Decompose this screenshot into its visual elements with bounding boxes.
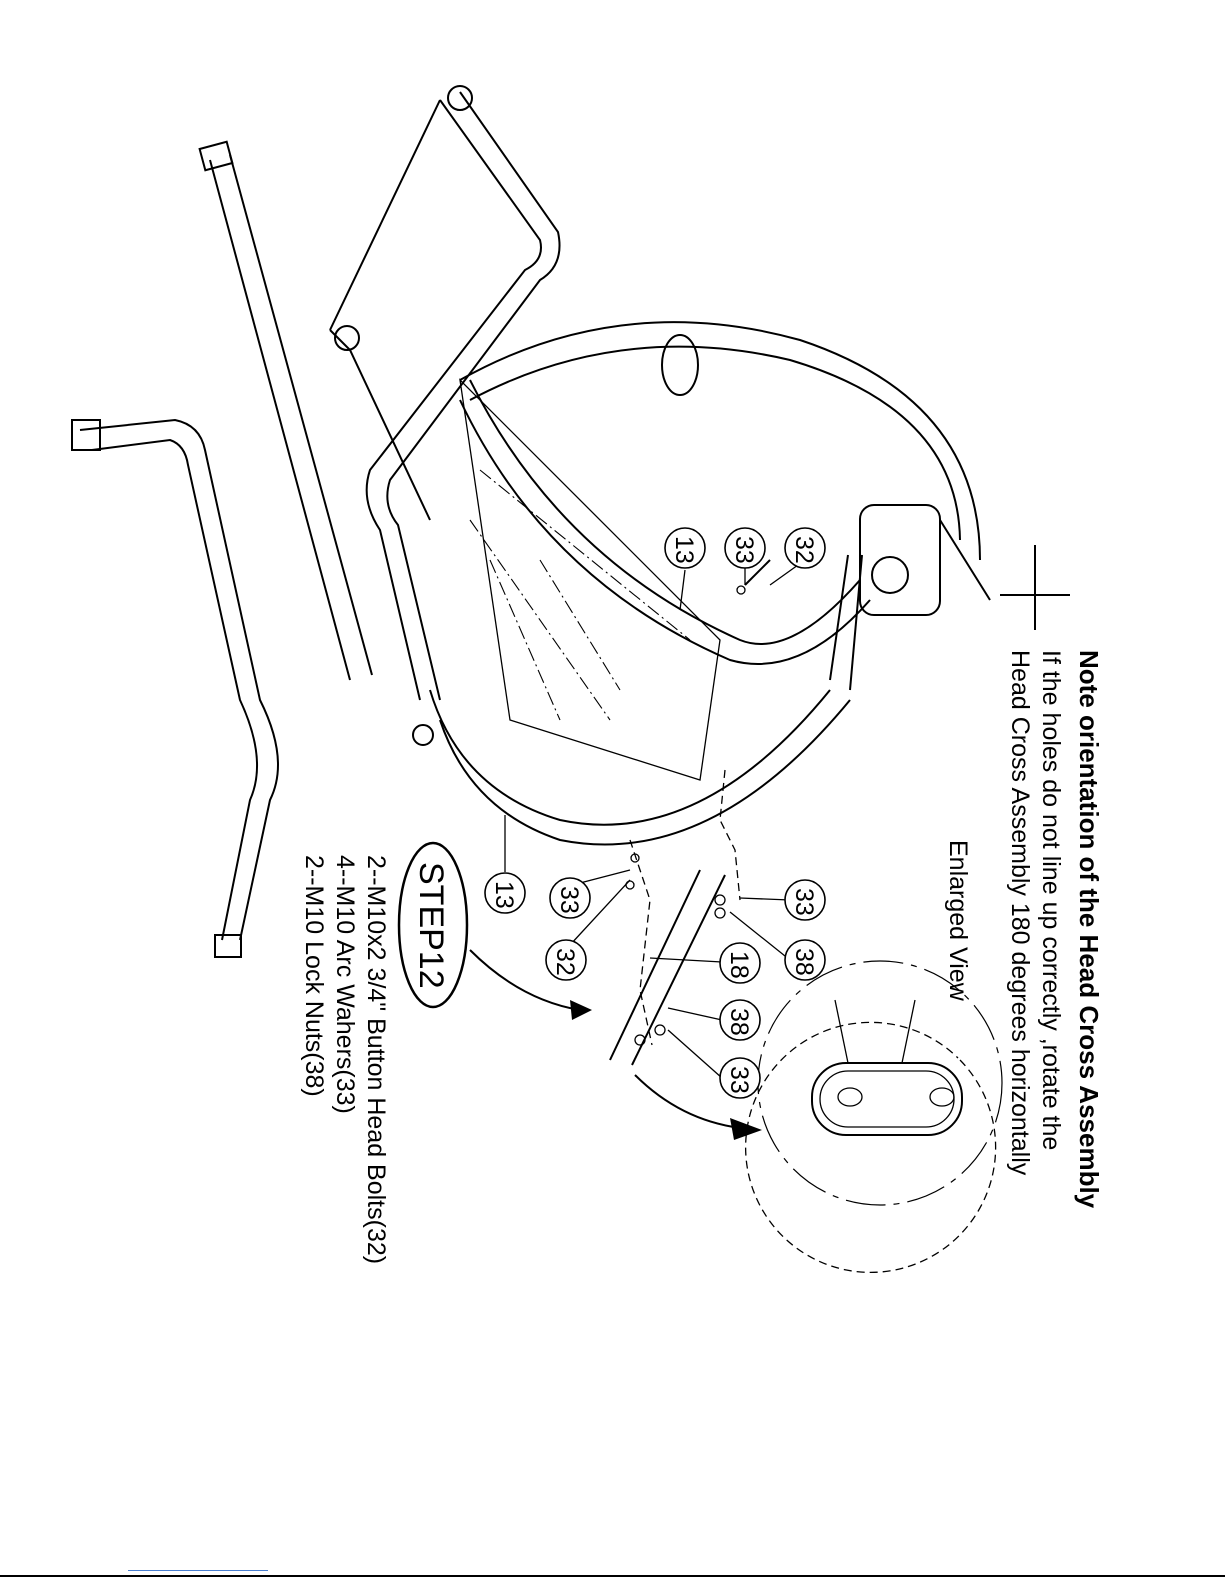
note-title: Note orientation of the Head Cross Assem… xyxy=(1074,650,1104,1209)
svg-text:18: 18 xyxy=(725,951,753,979)
svg-text:38: 38 xyxy=(790,948,818,976)
svg-text:33: 33 xyxy=(725,1066,753,1094)
callout-32-lower: 32 xyxy=(546,940,586,980)
callout-32-upper: 32 xyxy=(785,528,825,568)
callout-33-upper: 33 xyxy=(725,528,765,568)
note-line-2: Head Cross Assembly 180 degrees horizont… xyxy=(1006,650,1034,1176)
svg-text:13: 13 xyxy=(670,536,698,564)
svg-text:32: 32 xyxy=(790,536,818,564)
svg-text:33: 33 xyxy=(555,886,583,914)
parts-list: 2--M10x2 3/4" Button Head Bolts(32) 4--M… xyxy=(300,855,390,1264)
callout-33-right-bottom: 33 xyxy=(720,1058,760,1098)
step-badge: STEP12 xyxy=(399,843,467,1007)
svg-text:33: 33 xyxy=(790,888,818,916)
note-line-1: If the holes do not line up correctly ,r… xyxy=(1037,650,1065,1150)
svg-text:38: 38 xyxy=(725,1008,753,1036)
svg-text:33: 33 xyxy=(730,536,758,564)
enlarged-view-circle xyxy=(746,961,1002,1272)
callout-33-lower: 33 xyxy=(550,878,590,918)
part-line-2: 4--M10 Arc Wahers(33) xyxy=(331,855,359,1114)
bottom-rule xyxy=(0,1575,1225,1577)
enlarged-view-label: Enlarged View xyxy=(944,840,972,1002)
part-line-1: 2--M10x2 3/4" Button Head Bolts(32) xyxy=(362,855,390,1264)
part-line-3: 2--M10 Lock Nuts(38) xyxy=(300,855,328,1097)
callout-33-right-top: 33 xyxy=(785,880,825,920)
svg-text:32: 32 xyxy=(551,948,579,976)
step-label: STEP12 xyxy=(412,862,450,989)
callout-18: 18 xyxy=(720,943,760,983)
callout-13-upper: 13 xyxy=(665,528,705,568)
note-block: Note orientation of the Head Cross Assem… xyxy=(1006,650,1104,1209)
svg-text:13: 13 xyxy=(490,881,518,909)
callout-38-right-top: 38 xyxy=(785,940,825,980)
callout-38-right-bottom: 38 xyxy=(720,1000,760,1040)
callout-13-lower: 13 xyxy=(485,873,525,913)
footer-link-underline xyxy=(128,1570,268,1571)
